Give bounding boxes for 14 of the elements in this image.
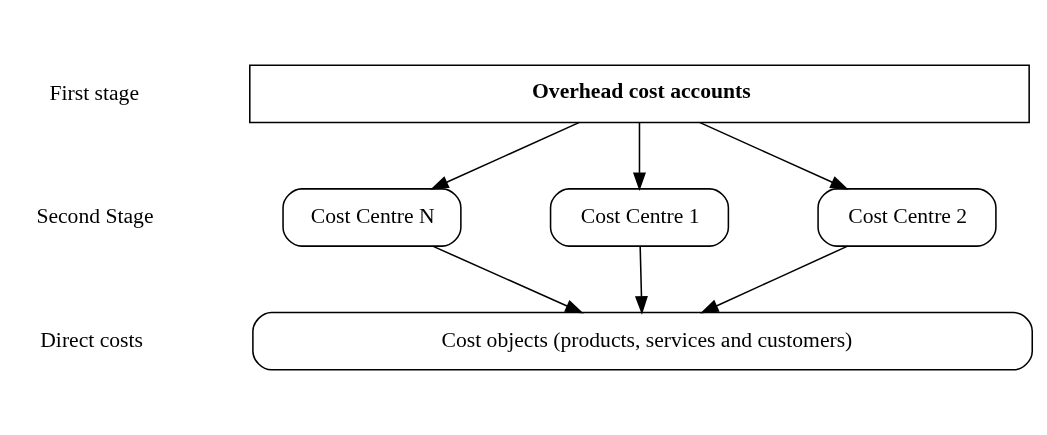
node-box: Cost Centre 1 [549,188,730,247]
arrow [431,245,584,314]
arrow [632,121,646,192]
label: Direct costs [40,327,143,352]
node-box: Cost Centre N [282,188,462,247]
node-box: Cost objects (products, services and customers) [252,311,1034,371]
arrow [700,245,849,314]
arrow [634,245,648,315]
arrow [698,121,849,190]
arrow [430,121,581,190]
node-box: Cost Centre 2 [817,188,997,247]
label: First stage [49,80,140,105]
node-box: Overhead cost accounts [249,64,1030,124]
label: Second Stage [36,204,154,229]
